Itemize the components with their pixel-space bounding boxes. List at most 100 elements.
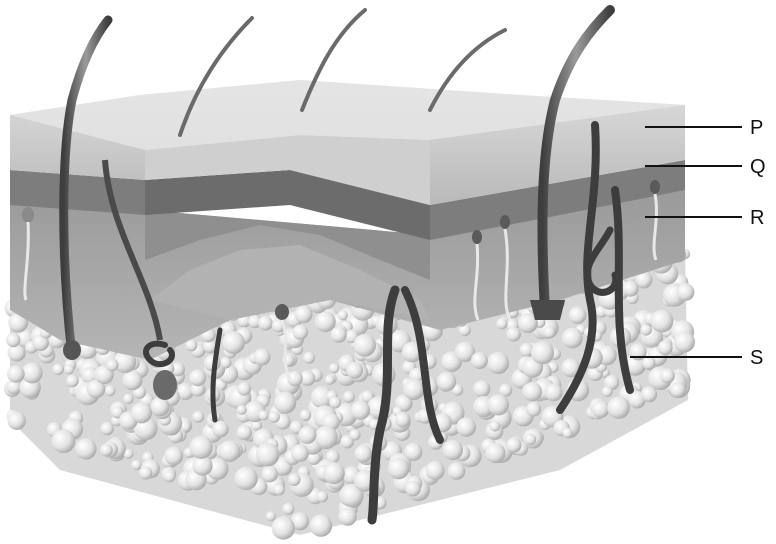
fat-cell: [670, 382, 685, 397]
fat-cell: [192, 411, 204, 423]
fat-cell: [677, 283, 695, 301]
fat-cell: [448, 462, 466, 480]
fat-cell: [388, 458, 409, 479]
fat-cell: [314, 426, 337, 449]
fat-cell: [485, 443, 505, 463]
fat-cell: [8, 412, 26, 430]
fat-cell: [291, 444, 309, 462]
fat-cell: [329, 363, 339, 373]
fat-cell: [164, 447, 183, 466]
fat-cell: [488, 394, 509, 415]
fat-cell: [426, 461, 445, 480]
fat-cell: [623, 281, 639, 297]
fat-cell: [602, 386, 613, 397]
fat-cell: [293, 324, 308, 339]
fat-cell: [219, 440, 241, 462]
fat-cell: [100, 444, 113, 457]
fat-cell: [131, 402, 152, 423]
fat-cell: [6, 333, 20, 347]
fat-cell: [106, 359, 119, 372]
fat-cell: [51, 429, 75, 453]
fat-cell: [506, 438, 521, 453]
fat-cell: [471, 352, 488, 369]
fat-cell: [258, 316, 273, 331]
fat-cell: [405, 481, 421, 497]
fat-cell: [562, 328, 583, 349]
fat-cell: [641, 386, 657, 402]
fat-cell: [650, 310, 673, 333]
fat-cell: [349, 429, 360, 440]
fat-cell: [150, 397, 169, 416]
fat-cell: [353, 334, 376, 357]
fat-cell: [523, 382, 542, 401]
fat-cell: [531, 341, 554, 364]
fat-cell: [222, 331, 245, 354]
fat-cell: [642, 356, 655, 369]
fat-cell: [351, 401, 370, 420]
fat-cell: [237, 405, 247, 415]
fat-cell: [234, 467, 257, 490]
fat-cell: [64, 364, 74, 374]
fat-cell: [300, 410, 311, 421]
fat-cell: [562, 428, 572, 438]
fat-cell: [237, 425, 253, 441]
fat-cell: [487, 352, 509, 374]
fat-cell: [303, 352, 315, 364]
fat-cell: [295, 305, 313, 323]
label-Q: Q: [750, 157, 766, 177]
fat-cell: [526, 402, 541, 417]
fat-cell: [274, 392, 296, 414]
fat-cell: [220, 357, 232, 369]
fat-cell: [607, 396, 630, 419]
fat-cell: [272, 516, 295, 539]
fat-cell: [288, 473, 301, 486]
fat-cell: [139, 466, 152, 479]
fat-cell: [473, 380, 490, 397]
label-S: S: [750, 348, 763, 368]
fat-cell: [569, 306, 587, 324]
fat-cell: [52, 364, 64, 376]
fat-cell: [343, 391, 355, 403]
fat-cell: [253, 348, 270, 365]
fat-cell: [310, 514, 332, 536]
fat-cell: [7, 365, 25, 383]
fat-cell: [403, 379, 424, 400]
fat-cell: [395, 412, 410, 427]
fat-cell: [660, 369, 675, 384]
fat-cell: [545, 383, 563, 401]
fat-cell: [331, 327, 347, 343]
fat-cell: [437, 372, 456, 391]
fat-cell: [131, 460, 141, 470]
fat-cell: [212, 421, 229, 438]
label-P: P: [750, 118, 763, 138]
fat-cell: [443, 440, 463, 460]
fat-cell: [259, 410, 269, 420]
fat-cell: [338, 310, 348, 320]
fat-cell: [256, 443, 280, 467]
fat-cell: [346, 362, 363, 379]
fat-cell: [525, 434, 537, 446]
fat-cell: [274, 484, 285, 495]
fat-cell: [658, 340, 673, 355]
fat-cell: [640, 324, 652, 336]
fat-cell: [338, 507, 356, 525]
fat-cell: [329, 397, 341, 409]
fat-cell: [404, 443, 422, 461]
fat-cell: [490, 421, 501, 432]
fat-cell: [105, 385, 116, 396]
fat-cell: [354, 445, 372, 463]
fat-cell: [237, 382, 251, 396]
fat-cell: [101, 422, 114, 435]
fat-cell: [299, 426, 317, 444]
fat-cell: [282, 503, 294, 515]
fat-cell: [592, 400, 610, 418]
fat-cell: [317, 491, 328, 502]
fat-cell: [456, 417, 476, 437]
fat-cell: [163, 470, 175, 482]
fat-cell: [189, 369, 206, 386]
fat-cell: [496, 318, 507, 329]
fat-cell: [122, 370, 142, 390]
fat-cell: [75, 438, 96, 459]
fat-cell: [325, 375, 335, 385]
